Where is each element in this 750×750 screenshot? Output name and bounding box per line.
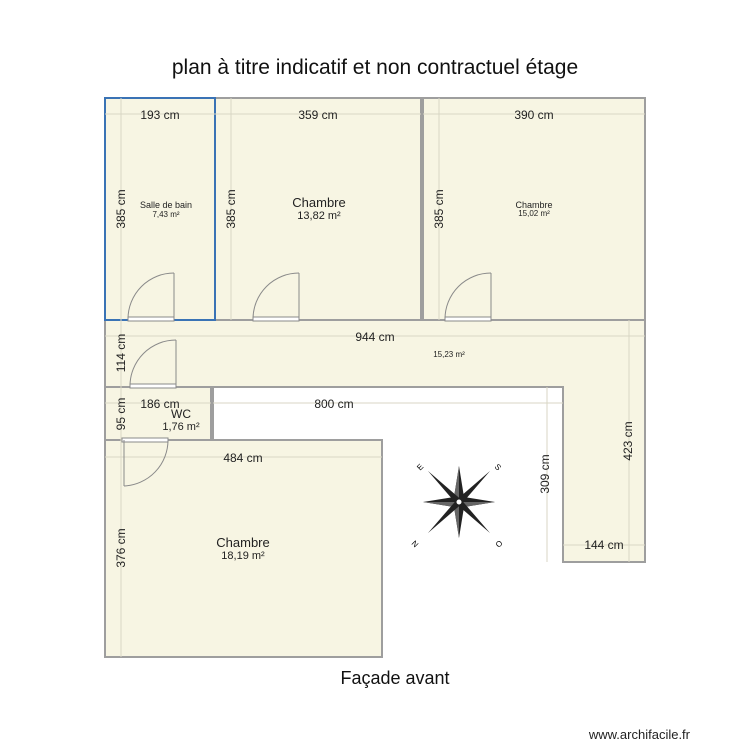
door-salle-de-bain[interactable] [127, 272, 175, 322]
compass-rose-icon: E S N O [410, 462, 504, 549]
room-area-chambre-3: 18,19 m² [221, 550, 265, 562]
dim-couloir-bottom-width: 144 cm [584, 538, 623, 552]
dim-couloir-height: 114 cm [114, 334, 128, 372]
dim-couloir-width: 944 cm [355, 330, 394, 344]
room-chambre-1[interactable] [214, 97, 422, 321]
room-area-wc: 1,76 m² [162, 421, 200, 433]
door-couloir[interactable] [129, 339, 177, 389]
door-chambre-3[interactable] [121, 437, 169, 487]
dim-salle-de-bain-height: 385 cm [114, 189, 128, 228]
compass-label-n: N [410, 538, 421, 549]
room-name-salle-de-bain: Salle de bain [140, 200, 192, 210]
door-chambre-2[interactable] [444, 272, 492, 322]
dim-couloir-inner-width: 800 cm [314, 397, 353, 411]
facade-label: Façade avant [340, 668, 450, 688]
room-name-chambre-1: Chambre [292, 195, 345, 210]
room-name-chambre-2: Chambre [515, 200, 552, 210]
room-name-wc: WC [171, 407, 191, 421]
doors [121, 272, 492, 487]
dim-salle-de-bain-width: 193 cm [140, 108, 179, 122]
room-area-chambre-2: 15,02 m² [518, 209, 550, 218]
compass-label-s: S [493, 462, 503, 472]
room-area-salle-de-bain: 7,43 m² [152, 210, 179, 219]
dimension-guides [105, 98, 645, 657]
room-wc[interactable] [104, 386, 212, 441]
door-chambre-1[interactable] [252, 272, 300, 322]
dim-wc-height: 95 cm [114, 398, 128, 431]
dim-chambre-3-height: 376 cm [114, 528, 128, 567]
room-chambre-2[interactable] [422, 97, 646, 321]
dim-couloir-inner-height: 309 cm [538, 454, 552, 493]
dim-chambre-1-height: 385 cm [224, 189, 238, 228]
room-area-chambre-1: 13,82 m² [297, 210, 341, 222]
footer-url[interactable]: www.archifacile.fr [588, 727, 690, 742]
room-area-couloir: 15,23 m² [433, 350, 465, 359]
dim-chambre-1-width: 359 cm [298, 108, 337, 122]
compass-label-e: E [415, 462, 425, 472]
plan-title: plan à titre indicatif et non contractue… [171, 56, 579, 79]
room-salle-de-bain[interactable] [104, 97, 216, 321]
room-name-chambre-3: Chambre [216, 535, 269, 550]
dim-wc-width: 186 cm [140, 397, 179, 411]
dim-chambre-2-width: 390 cm [514, 108, 553, 122]
dim-chambre-2-height: 385 cm [432, 189, 446, 228]
compass-label-o: O [493, 538, 504, 549]
dim-chambre-3-width: 484 cm [223, 451, 262, 465]
dim-couloir-right-height: 423 cm [621, 421, 635, 460]
